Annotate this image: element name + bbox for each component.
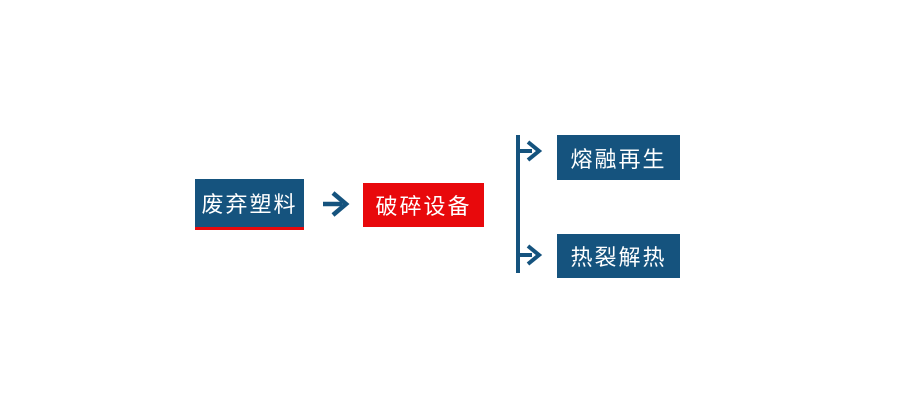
node-melt-regeneration: 熔融再生	[557, 135, 680, 180]
node-label: 废弃塑料	[201, 193, 298, 218]
node-pyrolysis: 热裂解热	[557, 234, 680, 278]
node-label: 热裂解热	[570, 246, 667, 271]
arrow-right-icon	[323, 191, 350, 217]
node-label: 破碎设备	[375, 195, 472, 220]
node-crushing-equipment: 破碎设备	[363, 183, 484, 227]
node-waste-plastic: 废弃塑料	[195, 179, 304, 230]
branch-fork-connector-icon	[516, 135, 543, 273]
node-label: 熔融再生	[570, 147, 667, 173]
